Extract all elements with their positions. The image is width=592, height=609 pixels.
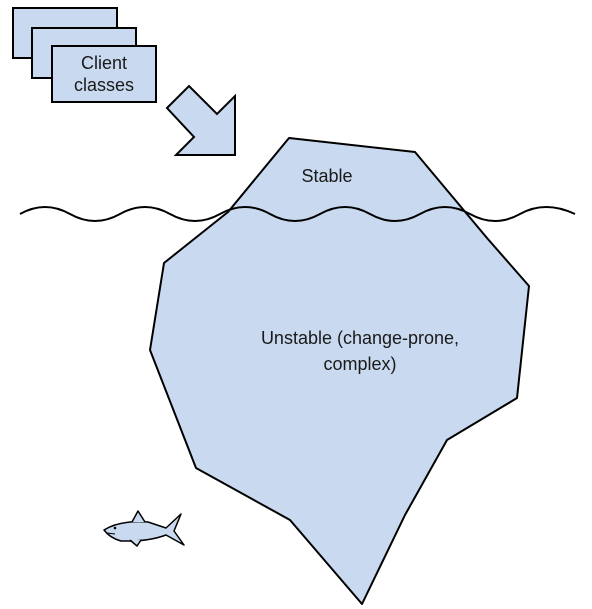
unstable-label-line1: Unstable (change-prone, — [261, 328, 459, 348]
shark-eye — [113, 526, 117, 530]
shark-dorsal-fin — [131, 510, 146, 523]
shark-pectoral-fin — [129, 539, 142, 547]
client-box-label-line2: classes — [74, 75, 134, 95]
client-doc-front — [51, 45, 157, 103]
unstable-label-line2: complex) — [323, 354, 396, 374]
shark-mouth — [106, 532, 116, 535]
water-line — [19, 206, 576, 222]
client-classes-stack: Client classes — [12, 7, 157, 103]
shark-icon — [103, 510, 185, 547]
shark-body — [103, 513, 185, 546]
client-box-label-line1: Client — [81, 53, 127, 73]
arrow-down-right-icon — [165, 84, 236, 156]
stable-label: Stable — [301, 166, 352, 186]
iceberg-shape — [149, 137, 530, 605]
